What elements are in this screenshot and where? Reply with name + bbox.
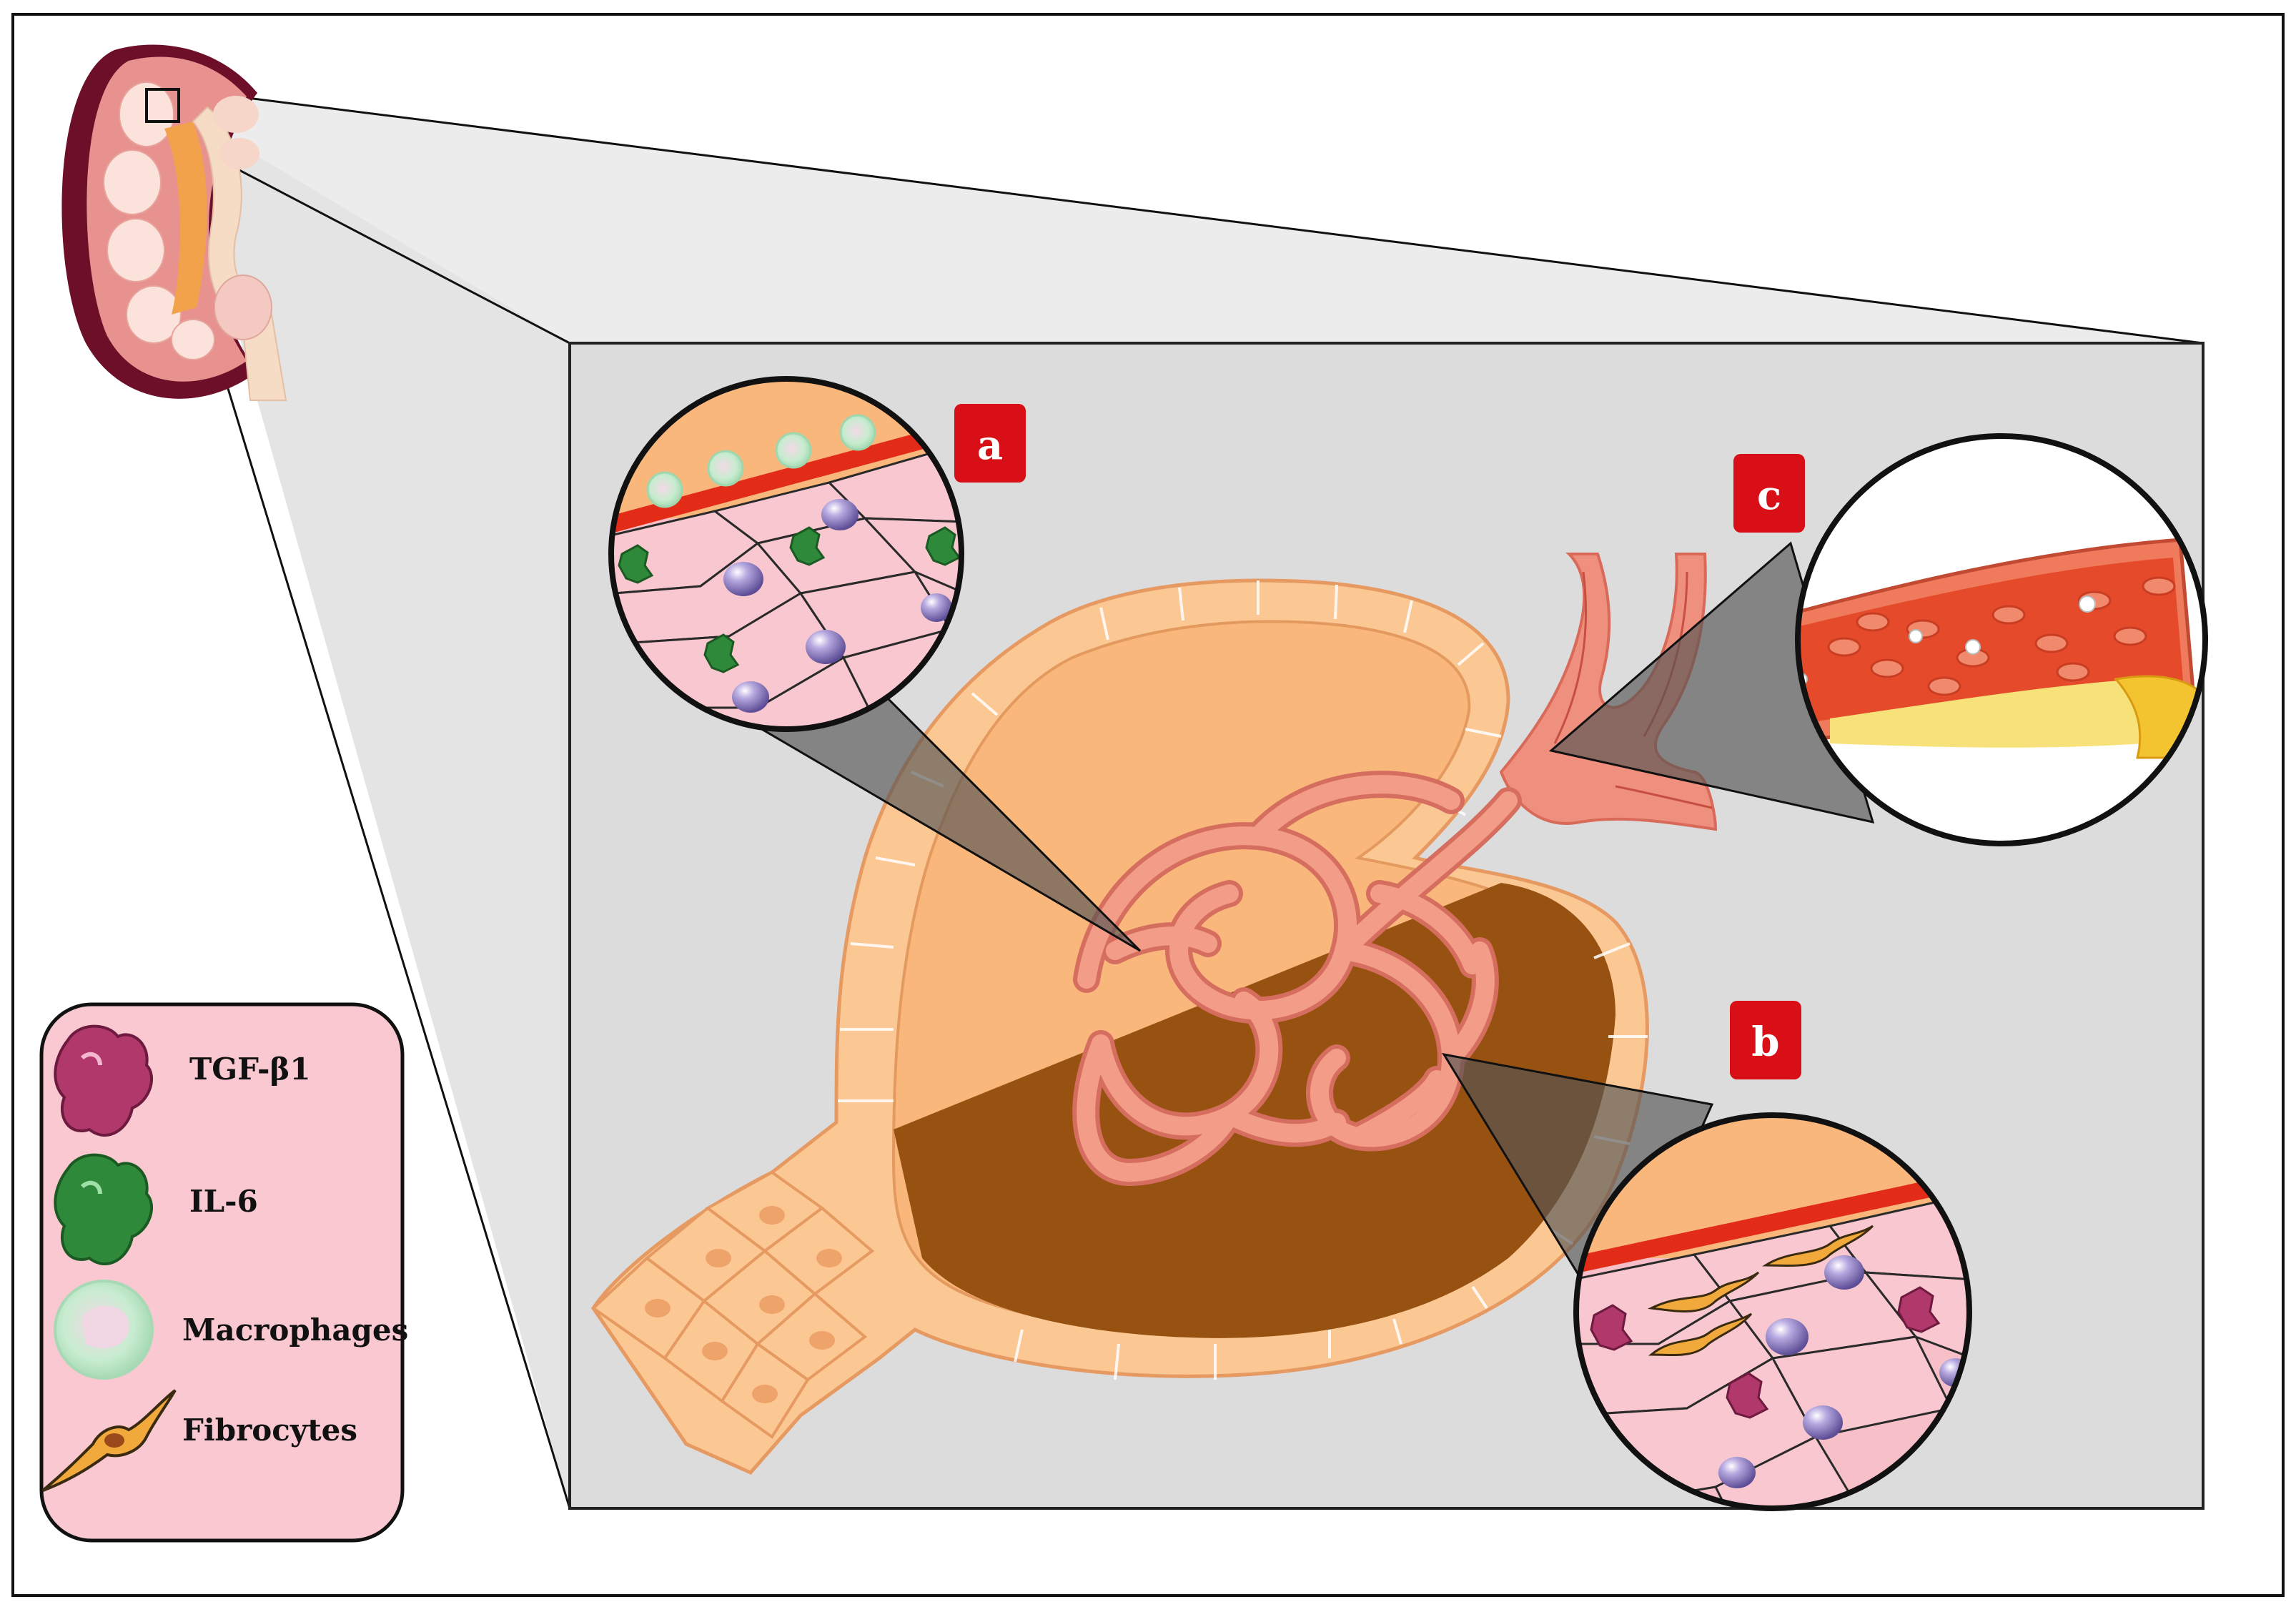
zoom-line-top	[178, 88, 2204, 345]
legend-label-macrophages: Macrophages	[182, 1312, 408, 1348]
il-6-icon	[54, 1153, 154, 1266]
panel-label-c: c	[1757, 472, 1781, 519]
panel-label-a: a	[977, 422, 1003, 469]
inset-c	[1795, 433, 2208, 846]
panel-badge-a: a	[954, 404, 1026, 483]
inset-b	[1573, 1112, 1972, 1511]
zoom-region-box	[145, 88, 180, 123]
legend-label-il-6: IL-6	[189, 1184, 258, 1219]
panel-badge-c: c	[1733, 454, 1805, 533]
tgf-beta1-icon	[54, 1024, 154, 1137]
fibrocyte-icon	[41, 1389, 177, 1492]
panel-label-b: b	[1751, 1019, 1779, 1066]
legend-label-tgf-beta1: TGF-β1	[189, 1052, 311, 1087]
zoom-projection-left	[147, 89, 570, 1508]
panel-badge-b: b	[1730, 1001, 1801, 1079]
legend-label-fibrocytes: Fibrocytes	[182, 1413, 357, 1448]
macrophage-icon	[54, 1280, 154, 1380]
legend: TGF-β1 IL-6 Macrophages Fibrocytes	[39, 1002, 408, 1543]
